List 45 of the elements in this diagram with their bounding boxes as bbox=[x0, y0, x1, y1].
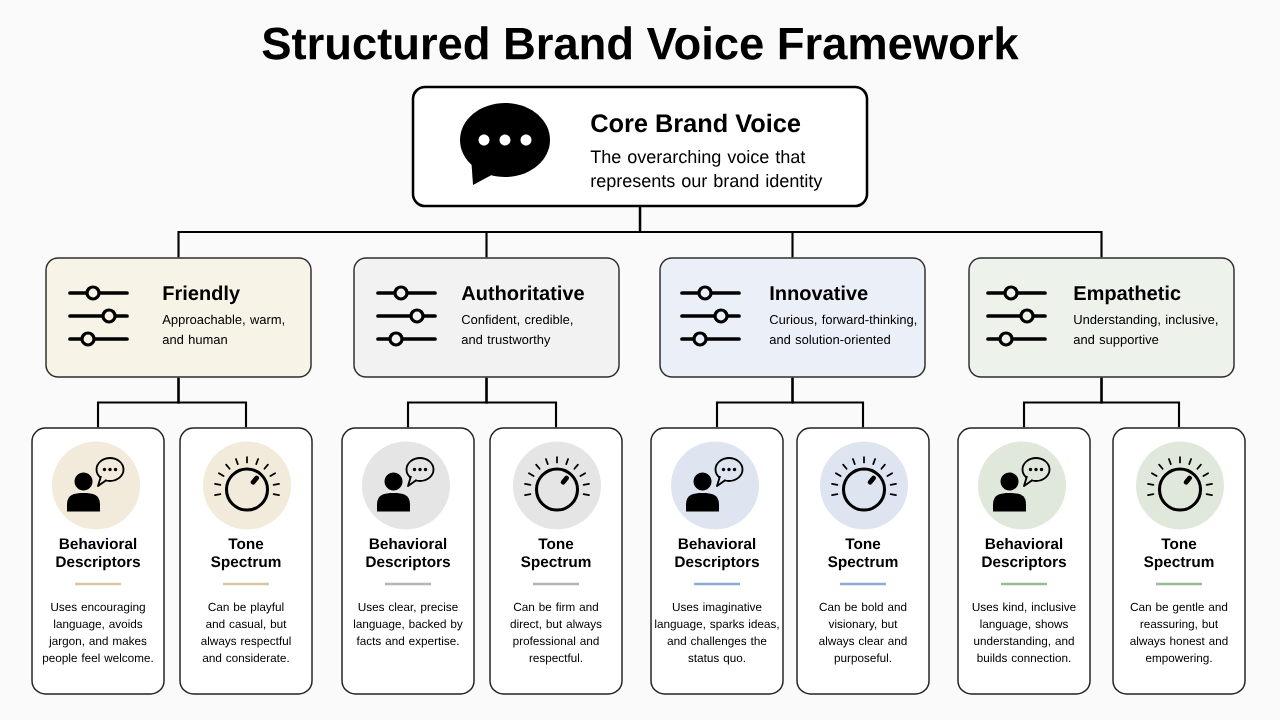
info-card bbox=[957, 427, 1091, 695]
info-card bbox=[1112, 427, 1246, 695]
card-description: Can be playful and casual, but always respectful and considerate. bbox=[201, 602, 291, 663]
box-description: Understanding, inclusive, and supportive bbox=[1073, 314, 1218, 347]
card-description: Can be bold and visionary, but always clear and purposeful. bbox=[819, 602, 907, 665]
card-title: Behavioral Descriptors bbox=[675, 537, 759, 571]
box-description: Curious, forward-thinking, and solution-oriented bbox=[769, 314, 917, 345]
info-card bbox=[650, 427, 784, 695]
box-title: Authoritative bbox=[461, 285, 584, 301]
connector-line bbox=[791, 377, 865, 428]
card-title: Tone Spectrum bbox=[828, 538, 898, 571]
info-card bbox=[489, 427, 623, 695]
card-title: Tone Spectrum bbox=[521, 538, 591, 571]
info-card bbox=[179, 427, 313, 695]
box-description: Approachable, warm, and human bbox=[162, 314, 284, 345]
box-title: Core Brand Voice bbox=[591, 113, 801, 133]
card-description: Can be gentle and reassuring, but always honest and empowering. bbox=[1130, 602, 1228, 665]
connector-line bbox=[1100, 377, 1181, 428]
box-title: Empathetic bbox=[1074, 285, 1181, 305]
connector-line bbox=[638, 207, 1103, 258]
card-description: Uses imaginative language, sparks ideas, and challenges the status quo. bbox=[655, 602, 779, 665]
box-description: Confident, credible, and trustworthy bbox=[461, 314, 573, 347]
card-title: Behavioral Descriptors bbox=[982, 537, 1066, 571]
card-description: Uses encouraging language, avoids jargon, and makes people feel welcome. bbox=[43, 602, 153, 665]
card-title: Behavioral Descriptors bbox=[366, 537, 450, 571]
info-card bbox=[796, 427, 930, 695]
info-card bbox=[31, 427, 165, 695]
card-description: Uses kind, inclusive language, shows understanding, and builds connection. bbox=[972, 602, 1076, 663]
box-title: Friendly bbox=[163, 285, 240, 305]
box-description: The overarching voice that represents our brand identity bbox=[590, 149, 823, 191]
connector-line bbox=[485, 377, 558, 428]
voice-box bbox=[411, 85, 869, 208]
card-description: Can be firm and direct, but always professional and respectful. bbox=[510, 602, 602, 665]
box-title: Innovative bbox=[770, 285, 868, 301]
connector-line bbox=[177, 377, 248, 428]
diagram-title: Structured Brand Voice Framework bbox=[262, 26, 1019, 60]
trait-box bbox=[968, 257, 1235, 378]
trait-box bbox=[353, 257, 620, 378]
trait-box bbox=[659, 257, 926, 378]
card-title: Behavioral Descriptors bbox=[56, 537, 140, 571]
info-card bbox=[341, 427, 475, 695]
card-title: Tone Spectrum bbox=[1144, 538, 1214, 571]
card-description: Uses clear, precise language, backed by facts and expertise. bbox=[354, 602, 463, 648]
trait-box bbox=[45, 257, 312, 378]
card-title: Tone Spectrum bbox=[211, 538, 281, 571]
